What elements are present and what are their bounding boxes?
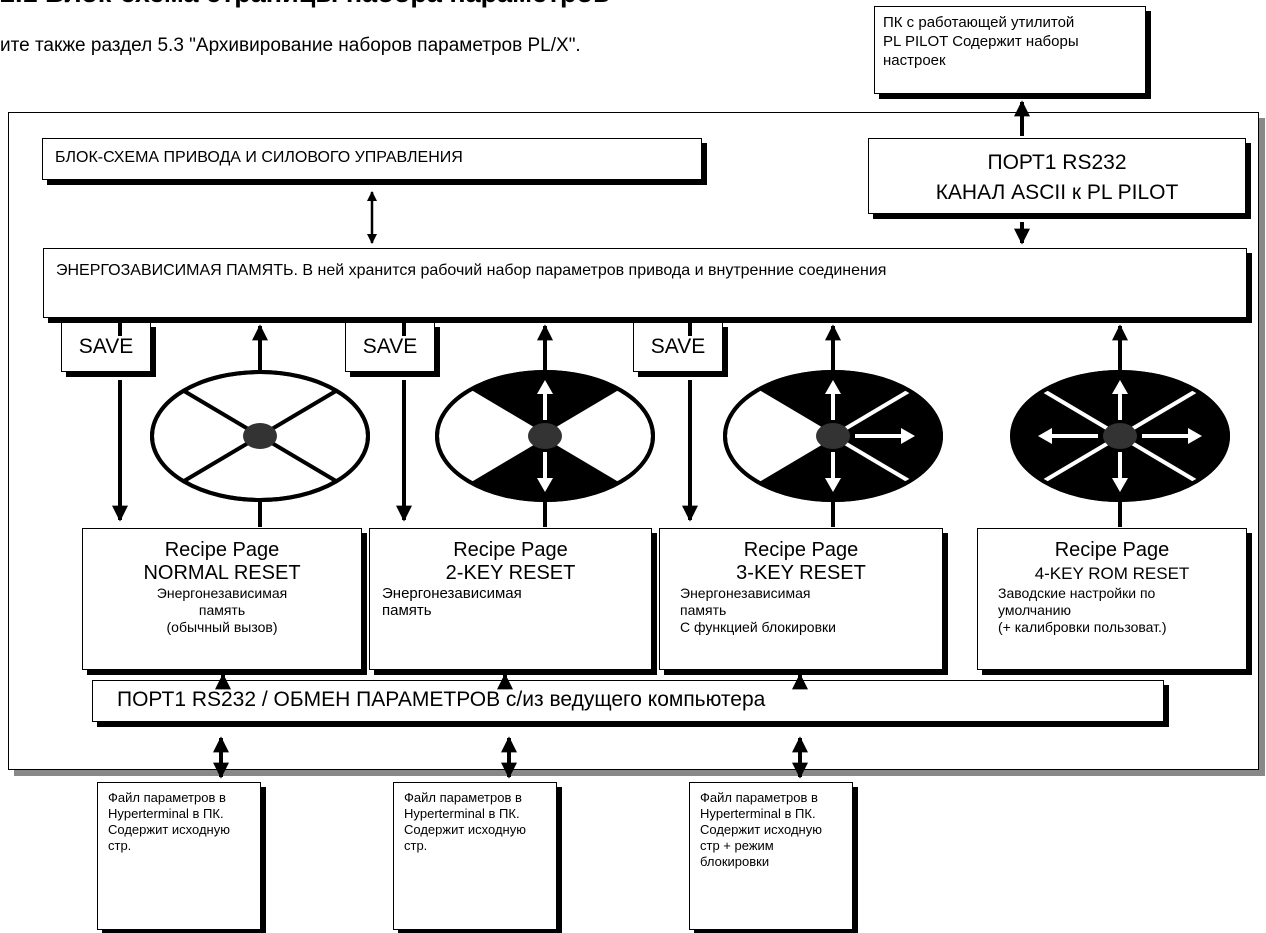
port-ascii-line: КАНАЛ ASCII к PL PILOT <box>935 181 1179 204</box>
pc-note-line: ПК с работающей утилитой <box>883 14 1075 31</box>
save-box: SAVE <box>633 322 723 372</box>
volatile-memory-box: ЭНЕРГОЗАВИСИМАЯ ПАМЯТЬ. В ней хранится р… <box>43 248 1247 318</box>
port-ascii-line: ПОРТ1 RS232 <box>987 151 1127 174</box>
recipe-2key-reset: Recipe Page 2-KEY RESET Энергонезависима… <box>369 528 652 670</box>
file-box-2: Файл параметров в Hyperterminal в ПК. Со… <box>393 782 557 930</box>
file-line: стр + режим <box>700 838 774 853</box>
recipe-line: Энергонезависимая <box>680 585 811 601</box>
recipe-title: Recipe Page <box>164 539 280 561</box>
recipe-line: память <box>680 602 727 618</box>
recipe-title: Recipe Page <box>453 539 568 561</box>
port-ascii-box: ПОРТ1 RS232 КАНАЛ ASCII к PL PILOT <box>868 138 1246 214</box>
keypad-arrowhead-left <box>1038 428 1052 444</box>
recipe-normal-reset: Recipe Page NORMAL RESET Энергонезависим… <box>82 528 362 670</box>
recipe-line: память <box>198 602 246 618</box>
recipe-line: Энергонезависимая <box>382 585 522 602</box>
keypad-arrowhead-up <box>825 380 841 394</box>
keypad-normal <box>150 370 370 502</box>
recipe-title: Recipe Page <box>1054 539 1170 561</box>
recipe-line: умолчанию <box>998 602 1071 618</box>
recipe-line: (обычный вызов) <box>166 619 278 635</box>
page-heading: 2.1 Блок-схема страницы набора параметро… <box>0 0 610 9</box>
file-box-3: Файл параметров в Hyperterminal в ПК. Со… <box>689 782 853 930</box>
recipe-line: С функцией блокировки <box>680 619 836 635</box>
keypad-center <box>1103 423 1137 449</box>
keypad-arrowhead-down <box>1112 478 1128 492</box>
file-line: Файл параметров в <box>700 790 818 805</box>
keypad-3key <box>723 370 943 502</box>
keypad-4key <box>1010 370 1230 502</box>
recipe-line: Заводские настройки по <box>998 585 1156 601</box>
file-line: Файл параметров в <box>404 790 522 805</box>
file-line: стр. <box>108 838 132 853</box>
recipe-4key-rom-reset: Recipe Page 4-KEY ROM RESET Заводские на… <box>977 528 1247 670</box>
pc-pl-pilot-box: ПК с работающей утилитой PL PILOT Содерж… <box>874 6 1146 94</box>
recipe-subtitle: 3-KEY RESET <box>736 562 866 584</box>
recipe-3key-reset: Recipe Page 3-KEY RESET Энергонезависима… <box>659 528 943 670</box>
file-line: Файл параметров в <box>108 790 226 805</box>
recipe-line: (+ калибровки пользоват.) <box>998 619 1167 635</box>
recipe-line: Энергонезависимая <box>156 585 288 601</box>
port-exchange-box: ПОРТ1 RS232 / ОБМЕН ПАРАМЕТРОВ с/из веду… <box>92 680 1164 722</box>
keypad-arrowhead-up <box>1112 380 1128 394</box>
keypad-arrowhead-right <box>1188 428 1202 444</box>
file-line: стр. <box>404 838 428 853</box>
recipe-subtitle: NORMAL RESET <box>143 562 301 584</box>
file-line: Hyperterminal в ПК. <box>404 806 520 821</box>
keypad-2key <box>435 370 655 502</box>
file-line: Содержит исходную <box>108 822 230 837</box>
keypad-arrowhead-down <box>825 478 841 492</box>
file-line: Содержит исходную <box>700 822 822 837</box>
file-line: Содержит исходную <box>404 822 526 837</box>
keypad-arrowhead-right <box>901 428 915 444</box>
pc-note-line: PL PILOT Содержит наборы <box>883 33 1079 50</box>
keypad-center <box>816 423 850 449</box>
keypad-center <box>243 423 277 449</box>
keypad-arrowhead-down <box>537 478 553 492</box>
pc-note-line: настроек <box>883 52 946 69</box>
file-line: Hyperterminal в ПК. <box>108 806 224 821</box>
page-subtitle: ите также раздел 5.3 "Архивирование набо… <box>0 35 581 56</box>
recipe-subtitle: 4-KEY ROM RESET <box>1034 564 1190 583</box>
keypad-arrowhead-up <box>537 380 553 394</box>
recipe-subtitle: 2-KEY RESET <box>445 562 576 584</box>
file-line: блокировки <box>700 854 770 869</box>
file-box-1: Файл параметров в Hyperterminal в ПК. Со… <box>97 782 261 930</box>
drive-control-box: БЛОК-СХЕМА ПРИВОДА И СИЛОВОГО УПРАВЛЕНИЯ <box>42 138 702 180</box>
save-box: SAVE <box>61 322 151 372</box>
recipe-line: память <box>382 602 432 619</box>
save-box: SAVE <box>345 322 435 372</box>
file-line: Hyperterminal в ПК. <box>700 806 816 821</box>
keypad-center <box>528 423 562 449</box>
recipe-title: Recipe Page <box>743 539 859 561</box>
